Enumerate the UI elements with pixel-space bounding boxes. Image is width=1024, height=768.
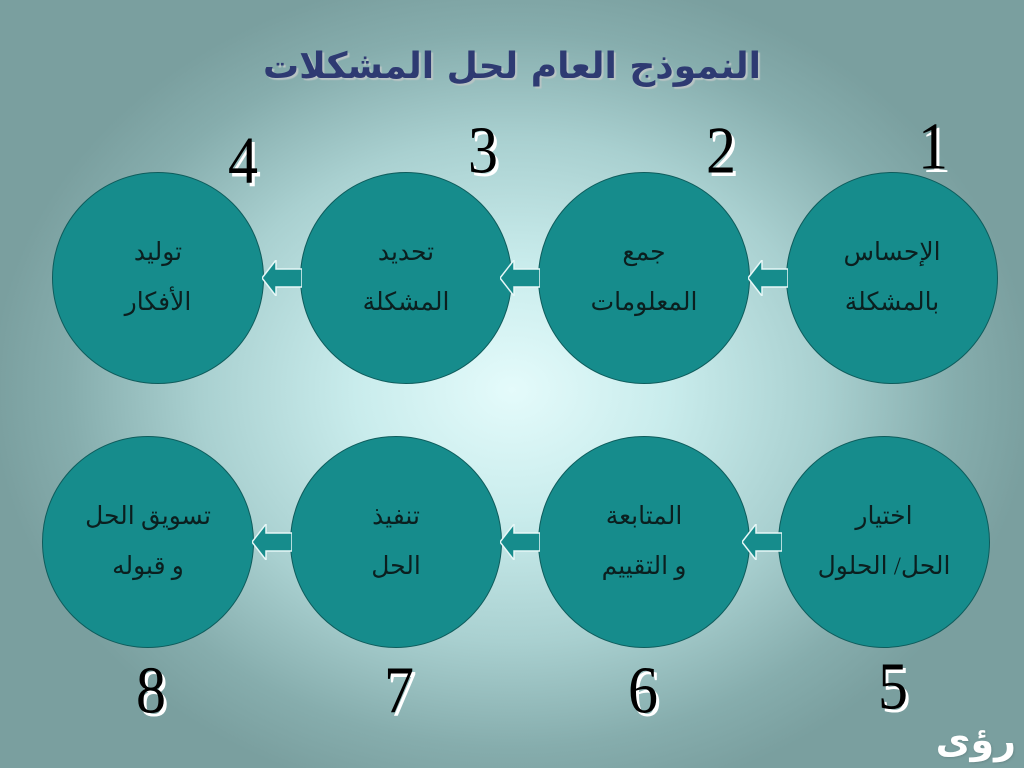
step-circle-2: جمع المعلومات [538,172,750,384]
arrow-1-to-2 [748,260,788,296]
step-number-3: 3 [468,113,498,187]
step-number-1: 1 [918,109,948,183]
step-circle-1: الإحساس بالمشكلة [786,172,998,384]
arrow-7-to-8 [252,524,292,560]
step-7-line-2: الحل [371,553,421,580]
arrow-2-to-3 [500,260,540,296]
arrow-3-to-4 [262,260,302,296]
step-2-line-2: المعلومات [590,289,698,316]
step-4-line-2: الأفكار [124,289,192,316]
step-5-line-1: اختيار [855,503,913,530]
step-number-5: 5 [878,649,908,723]
arrow-5-to-6 [742,524,782,560]
step-5-line-2: الحل/ الحلول [817,553,951,580]
step-8-line-2: و قبوله [112,553,184,580]
step-4-line-1: توليد [133,239,183,266]
step-7-line-1: تنفيذ [372,503,420,530]
step-8-line-1: تسويق الحل [85,503,211,530]
step-number-4: 4 [228,123,258,197]
step-number-8: 8 [136,653,166,727]
step-6-line-2: و التقييم [601,553,687,580]
step-number-7: 7 [384,653,414,727]
arrow-6-to-7 [500,524,540,560]
brand-logo: رؤى [935,718,1016,762]
step-circle-5: اختيار الحل/ الحلول [778,436,990,648]
step-circle-6: المتابعة و التقييم [538,436,750,648]
step-circle-8: تسويق الحل و قبوله [42,436,254,648]
step-6-line-1: المتابعة [605,503,683,530]
step-circle-3: تحديد المشكلة [300,172,512,384]
step-3-line-1: تحديد [377,239,435,266]
slide-title: النموذج العام لحل المشكلات [262,46,762,87]
step-circle-4: توليد الأفكار [52,172,264,384]
step-2-line-1: جمع [622,239,666,266]
step-1-line-2: بالمشكلة [844,289,940,316]
step-1-line-1: الإحساس [843,239,941,266]
step-number-2: 2 [706,113,736,187]
step-circle-7: تنفيذ الحل [290,436,502,648]
step-number-6: 6 [628,653,658,727]
step-3-line-2: المشكلة [362,289,450,316]
